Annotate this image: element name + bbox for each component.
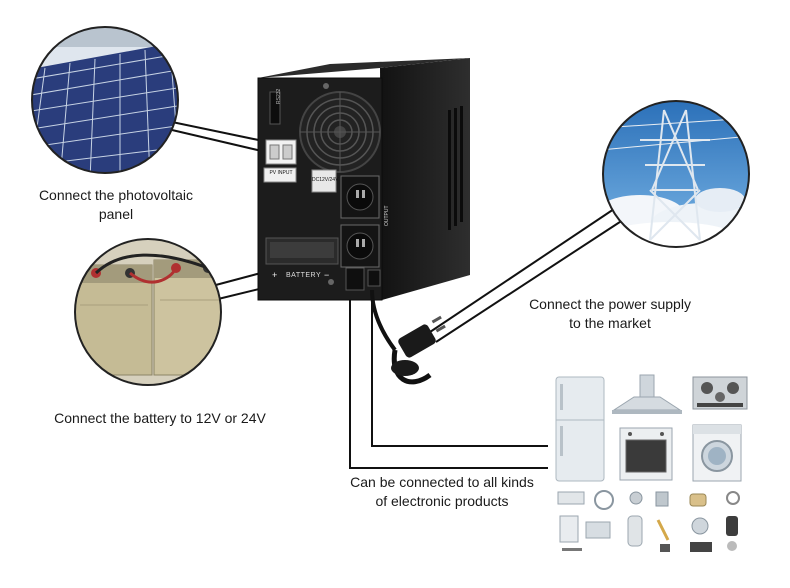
- products-caption: Can be connected to all kinds of electro…: [350, 474, 534, 509]
- washing-machine-icon: [692, 424, 742, 482]
- device-top: [258, 58, 470, 78]
- battery-bank-photo: [74, 238, 222, 386]
- solar-panel-photo: [31, 26, 179, 174]
- ac-output-outlets: [340, 175, 380, 268]
- pv-caption: Connect the photovoltaic panel: [38, 187, 194, 222]
- small-appliances-icons: [557, 490, 740, 552]
- range-hood-icon: [612, 374, 682, 414]
- oven-icon: [619, 427, 673, 481]
- battery-minus-mark: −: [324, 270, 330, 280]
- ac-input-socket: [345, 267, 365, 291]
- product-line-outer: [349, 292, 548, 469]
- product-line-inner: [371, 292, 548, 447]
- power-tower-photo: [602, 100, 750, 248]
- cooktop-icon: [692, 376, 748, 410]
- grid-cable-lower: [435, 217, 627, 343]
- battery-caption: Connect the battery to 12V or 24V: [54, 410, 266, 426]
- pv-input-mark: PV INPUT: [269, 170, 293, 176]
- battery-plus-mark: +: [272, 270, 278, 280]
- side-vent: [448, 106, 463, 230]
- cooling-fan-icon: [299, 91, 381, 173]
- pv-cable-lower: [171, 129, 267, 153]
- pv-cable-upper: [171, 121, 269, 143]
- output-mark: OUTPUT: [384, 205, 390, 226]
- inverter-device: [257, 58, 470, 301]
- appliances-collage: [555, 374, 748, 552]
- dc-spec-mark: DC12V/24V: [312, 177, 339, 183]
- power-plug-icon: [370, 289, 446, 385]
- refrigerator-icon: [555, 376, 605, 482]
- rs232-mark: RS232: [276, 88, 282, 104]
- pv-input-terminal: [263, 139, 297, 183]
- battery-mark: BATTERY: [286, 272, 322, 279]
- grid-cable-upper: [429, 204, 621, 333]
- grid-caption: Connect the power supply to the market: [529, 296, 691, 331]
- device-side-panel: [380, 58, 470, 300]
- connection-lines: [171, 121, 627, 469]
